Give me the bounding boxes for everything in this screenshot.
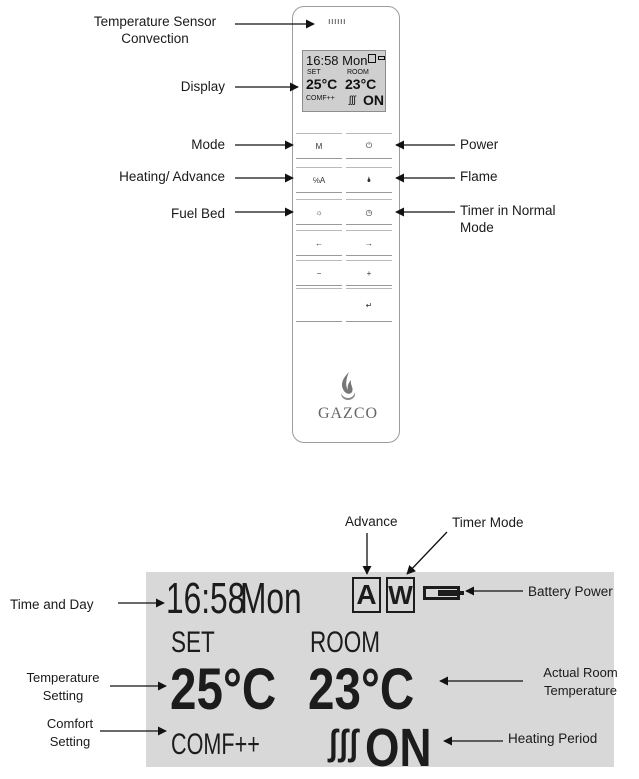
left-arrow-button[interactable]: ← [296, 230, 342, 256]
lcd-room-temp: 23°C [308, 657, 415, 722]
minus-button[interactable]: − [296, 260, 342, 286]
lcd-day: Mon [240, 574, 302, 623]
label-advance: Advance [345, 514, 398, 529]
plus-button[interactable]: + [346, 260, 392, 286]
blank-button[interactable] [296, 288, 342, 322]
gazco-logo-text: GAZCO [317, 405, 379, 422]
remote-display-set-label: SET [307, 69, 321, 76]
flame-button[interactable]: 🌢 [346, 167, 392, 193]
remote-display-room-temp: 23°C [345, 76, 377, 92]
lcd-room-label: ROOM [310, 626, 380, 659]
temperature-sensor-grille: ıııııı [328, 16, 347, 26]
heating-advance-button[interactable]: ℅A [296, 167, 342, 193]
remote-display-timer-icon [368, 54, 376, 63]
remote-display-comfort: COMF++ [306, 95, 335, 102]
label-temperature-setting: Temperature Setting [26, 670, 100, 703]
remote-display-status: ON [363, 92, 384, 108]
remote-display-battery-icon [378, 56, 385, 60]
lcd-timer-mode-icon: W [386, 577, 415, 613]
label-flame: Flame [460, 169, 498, 184]
lcd-set-temp: 25°C [170, 657, 277, 722]
lcd-comfort: COMF++ [171, 728, 260, 761]
arrow-timer-mode [406, 531, 448, 575]
gazco-flame-logo-icon [341, 372, 356, 400]
label-timer-mode: Timer Mode [452, 515, 524, 530]
lcd-heat-icon: ʃʃʃ [328, 722, 359, 763]
label-battery-power: Battery Power [528, 584, 613, 599]
label-actual-room-temperature: Actual Room Temperature [543, 665, 618, 698]
remote-display-set-temp: 25°C [306, 76, 338, 92]
lcd-battery-icon [423, 586, 464, 600]
label-power: Power [460, 137, 499, 152]
remote-display-room-label: ROOM [347, 69, 369, 76]
timer-button[interactable]: ◷ [346, 199, 392, 225]
label-time-and-day: Time and Day [10, 597, 94, 612]
label-comfort-setting: Comfort Setting [46, 716, 94, 749]
enter-button[interactable]: ↵ [346, 288, 392, 322]
label-timer-normal-mode: Timer in Normal Mode [460, 203, 556, 235]
label-heating-advance: Heating/ Advance [119, 169, 225, 184]
label-mode: Mode [191, 137, 225, 152]
power-button[interactable]: ⏻ [346, 133, 392, 159]
remote-display-time: 16:58 Mon [306, 53, 368, 68]
label-heating-period: Heating Period [508, 731, 598, 746]
lcd-time: 16:58 [166, 574, 246, 623]
label-temperature-sensor: Temperature Sensor Convection [93, 14, 217, 46]
fuel-bed-button[interactable]: ☼ [296, 199, 342, 225]
lcd-advance-icon: A [352, 577, 381, 613]
label-fuel-bed: Fuel Bed [170, 206, 225, 221]
remote-display-heat-icon: ʃʃʃ [349, 95, 356, 106]
right-arrow-button[interactable]: → [346, 230, 392, 256]
mode-button[interactable]: M [296, 133, 342, 159]
remote-display: 16:58 Mon SET ROOM 25°C 23°C COMF++ ʃʃʃ … [302, 50, 386, 112]
label-display: Display [180, 79, 225, 94]
lcd-set-label: SET [171, 626, 215, 659]
